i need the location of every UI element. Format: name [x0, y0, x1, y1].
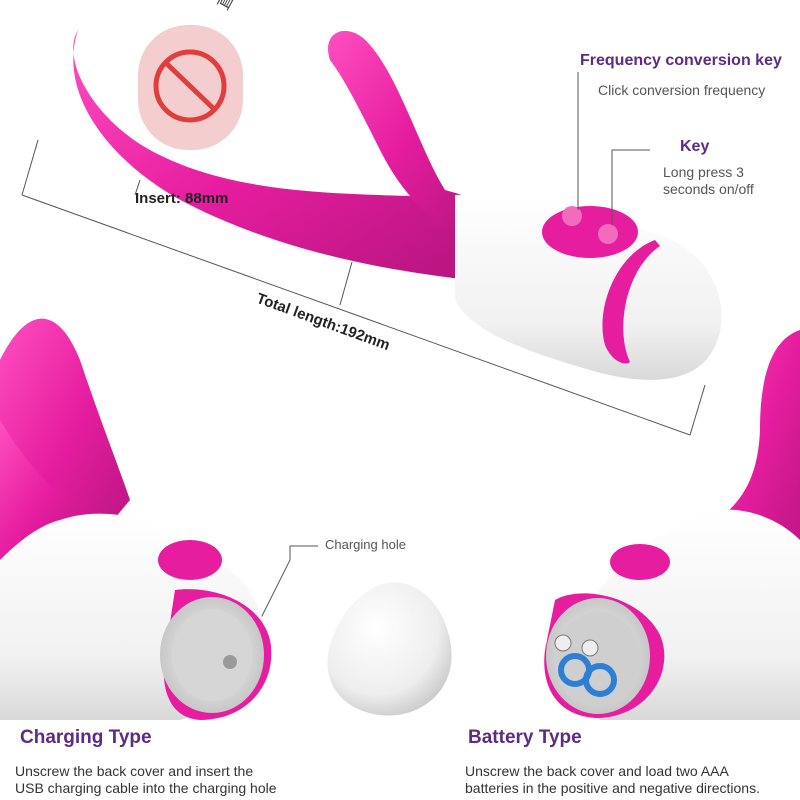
- main-device: [73, 30, 722, 380]
- censor-icon: [138, 25, 243, 150]
- charging-hole-label: Charging hole: [325, 537, 406, 552]
- charging-desc-line-1: Unscrew the back cover and insert the: [15, 763, 254, 779]
- key-desc-line-1: Long press 3: [663, 164, 744, 180]
- frequency-button-icon: [598, 224, 618, 244]
- key-title: Key: [680, 138, 710, 155]
- plus-icon: [581, 639, 599, 657]
- battery-type-title: Battery Type: [468, 727, 582, 748]
- charging-desc-line-2: USB charging cable into the charging hol…: [15, 780, 277, 796]
- key-desc-line-2: seconds on/off: [663, 181, 754, 197]
- charging-desc: Unscrew the back cover and insert the US…: [15, 763, 277, 797]
- freq-key-title: Frequency conversion key: [580, 52, 782, 69]
- charging-port-icon: [223, 655, 237, 669]
- battery-desc: Unscrew the back cover and load two AAA …: [465, 763, 760, 797]
- back-cover: [327, 582, 452, 716]
- battery-device: [544, 330, 800, 720]
- key-desc: Long press 3 seconds on/off: [663, 164, 754, 198]
- minus-icon: [554, 634, 572, 652]
- battery-desc-line-2: batteries in the positive and negative d…: [465, 780, 760, 796]
- charging-device: [0, 318, 272, 720]
- freq-key-desc: Click conversion frequency: [598, 82, 766, 98]
- battery-desc-line-1: Unscrew the back cover and load two AAA: [465, 763, 729, 779]
- charging-type-title: Charging Type: [20, 727, 152, 748]
- power-button-icon: [562, 206, 582, 226]
- insert-label: Insert: 88mm: [135, 190, 229, 207]
- dimension-lines: [21, 72, 706, 661]
